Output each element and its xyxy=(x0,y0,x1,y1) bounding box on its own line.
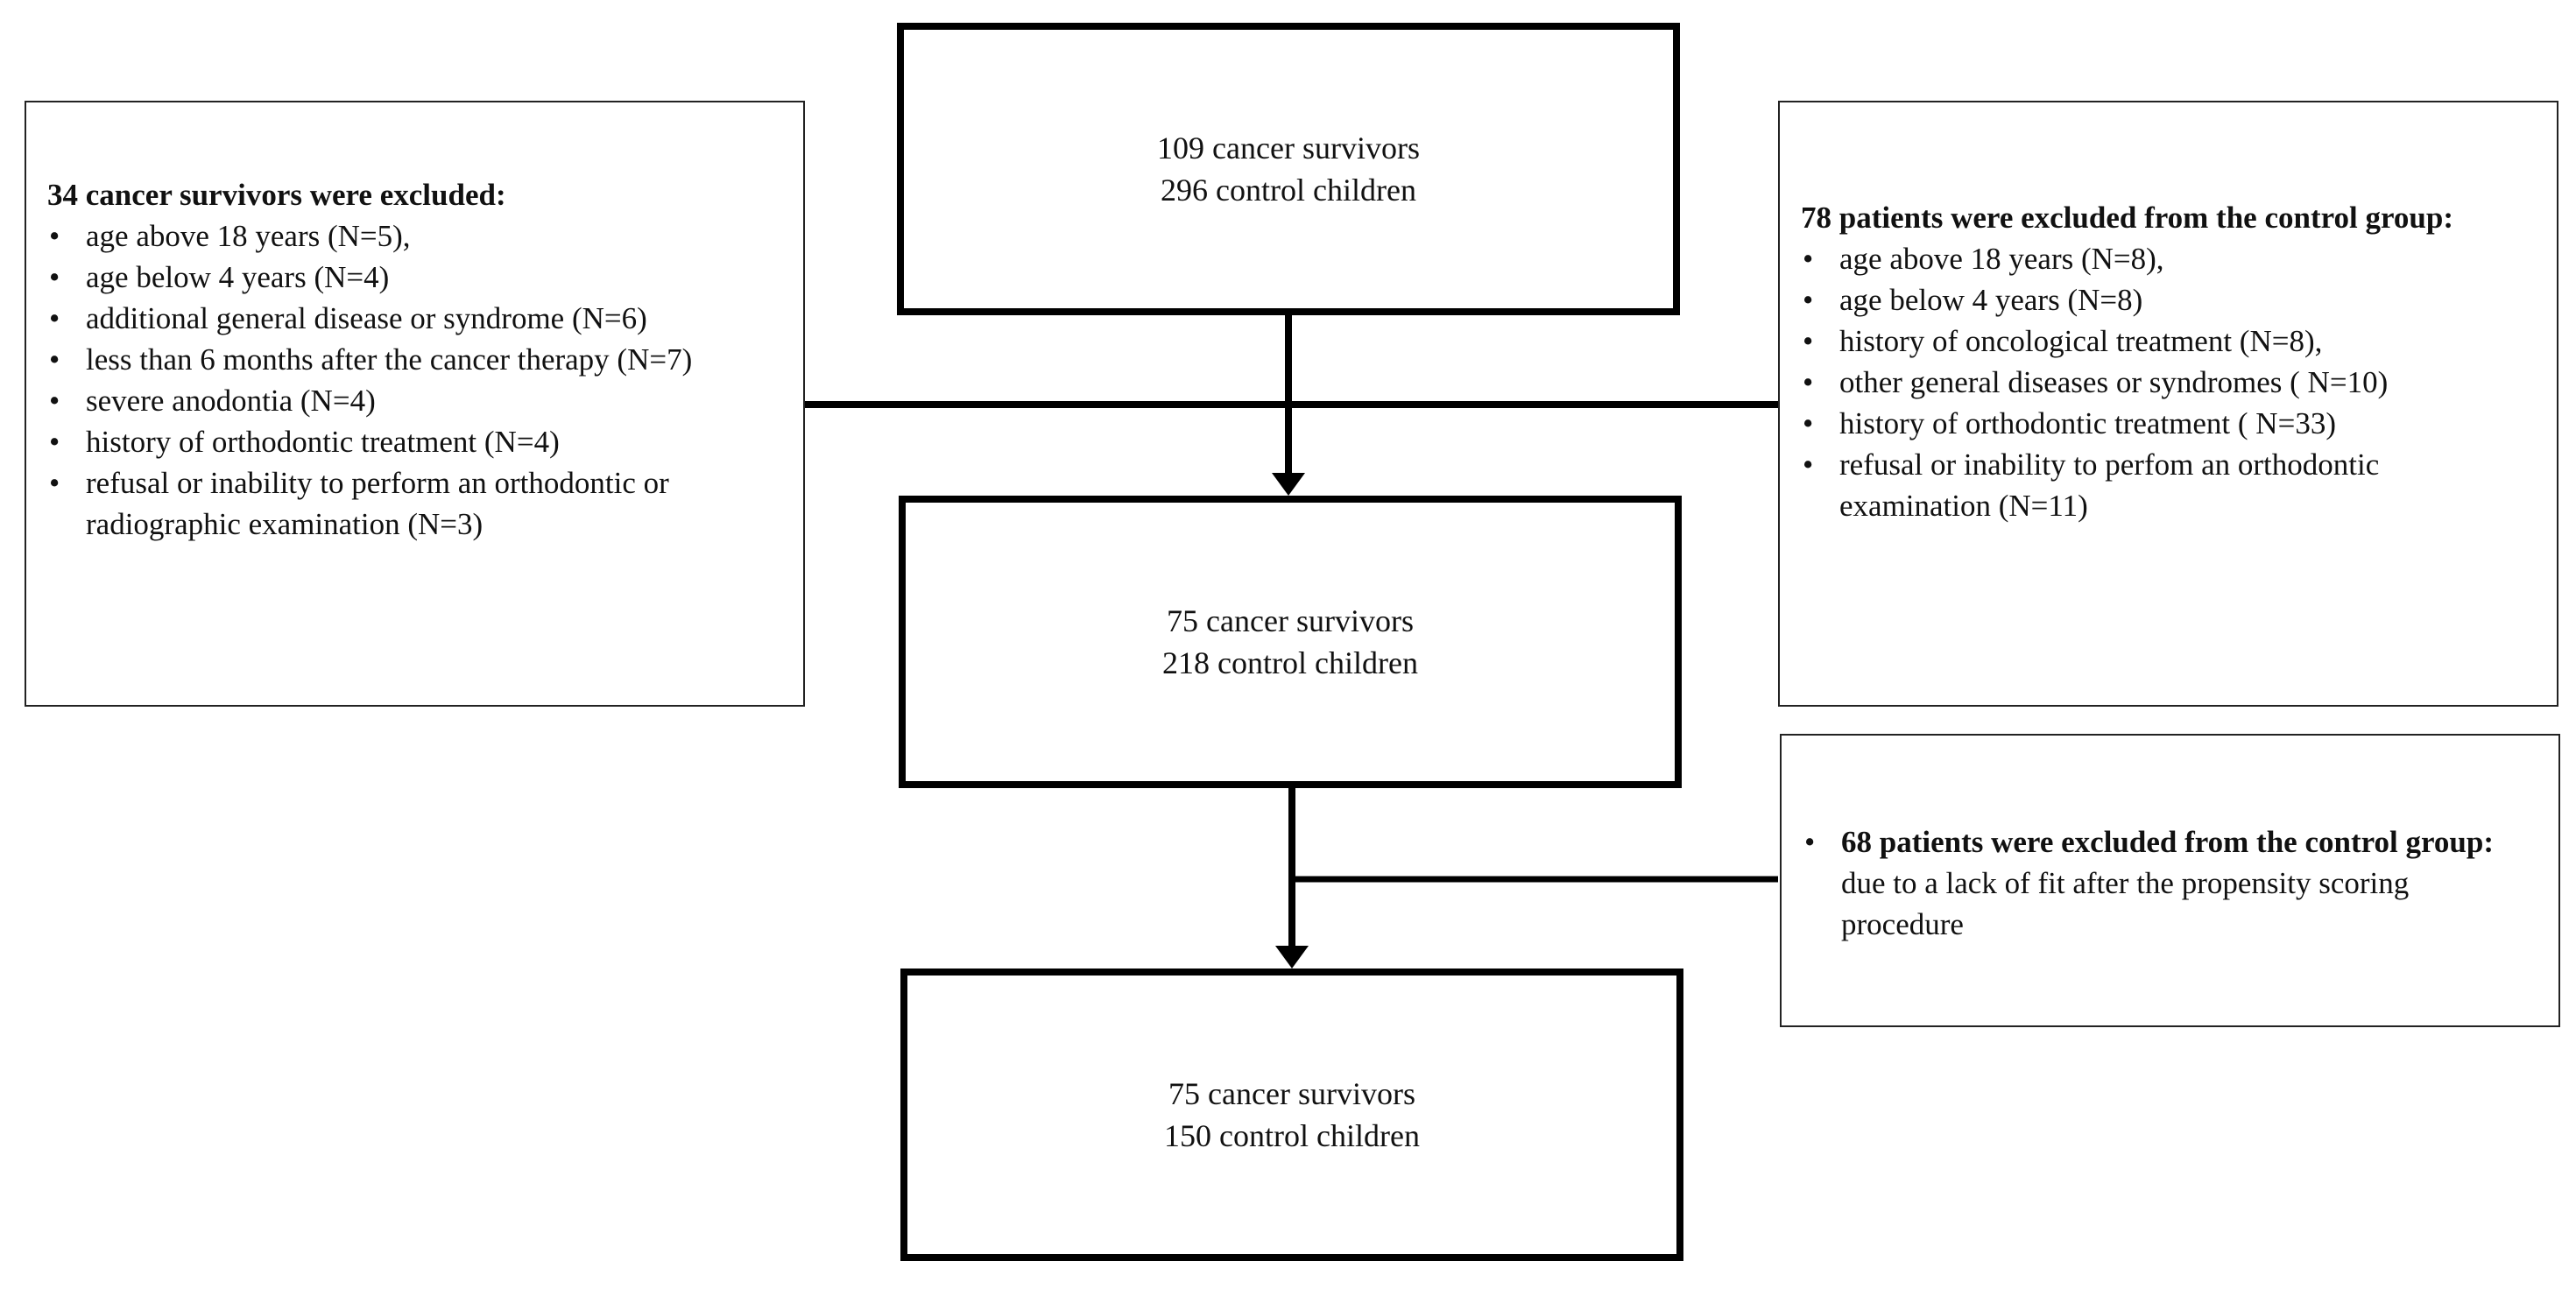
control-group-exclusions-box: 78 patients were excluded from the contr… xyxy=(1778,101,2558,707)
list-item: age above 18 years (N=5), xyxy=(47,215,782,257)
initial-cohort-box: 109 cancer survivors 296 control childre… xyxy=(897,23,1680,315)
list-item: refusal or inability to perform an ortho… xyxy=(47,462,782,545)
list-item: history of oncological treatment (N=8), xyxy=(1801,320,2536,362)
eligible-cohort-box: 75 cancer survivors 218 control children xyxy=(899,496,1682,788)
initial-cancer-survivors: 109 cancer survivors xyxy=(1157,130,1420,166)
arrowhead-2 xyxy=(1275,946,1309,969)
final-cancer-survivors: 75 cancer survivors xyxy=(1168,1076,1415,1111)
control-group-exclusions-list: age above 18 years (N=8), age below 4 ye… xyxy=(1801,238,2536,526)
cancer-survivor-exclusions-list: age above 18 years (N=5), age below 4 ye… xyxy=(47,215,782,545)
cancer-survivor-exclusions-box: 34 cancer survivors were excluded: age a… xyxy=(25,101,805,707)
list-item: other general diseases or syndromes ( N=… xyxy=(1801,362,2536,403)
list-item: history of orthodontic treatment ( N=33) xyxy=(1801,403,2536,444)
final-control-children: 150 control children xyxy=(1164,1118,1420,1153)
list-item: age above 18 years (N=8), xyxy=(1801,238,2536,279)
initial-control-children: 296 control children xyxy=(1161,173,1416,208)
control-group-exclusions-heading: 78 patients were excluded from the contr… xyxy=(1801,201,2453,235)
propensity-exclusions-list: 68 patients were excluded from the contr… xyxy=(1803,821,2537,945)
propensity-exclusions-reason: due to a lack of fit after the propensit… xyxy=(1841,866,2410,941)
list-item: severe anodontia (N=4) xyxy=(47,380,782,421)
final-cohort-box: 75 cancer survivors 150 control children xyxy=(900,969,1683,1261)
propensity-exclusions-heading: 68 patients were excluded from the contr… xyxy=(1841,825,2494,859)
propensity-exclusions-box: 68 patients were excluded from the contr… xyxy=(1780,734,2560,1027)
list-item: age below 4 years (N=8) xyxy=(1801,279,2536,320)
arrowhead-1 xyxy=(1272,473,1305,496)
cancer-survivor-exclusions-heading: 34 cancer survivors were excluded: xyxy=(47,178,506,212)
list-item: 68 patients were excluded from the contr… xyxy=(1803,821,2537,945)
list-item: additional general disease or syndrome (… xyxy=(47,298,716,339)
eligible-control-children: 218 control children xyxy=(1162,645,1418,680)
list-item: age below 4 years (N=4) xyxy=(47,257,782,298)
list-item: refusal or inability to perfom an orthod… xyxy=(1801,444,2505,526)
eligible-cancer-survivors: 75 cancer survivors xyxy=(1167,603,1414,638)
list-item: history of orthodontic treatment (N=4) xyxy=(47,421,782,462)
list-item: less than 6 months after the cancer ther… xyxy=(47,339,782,380)
